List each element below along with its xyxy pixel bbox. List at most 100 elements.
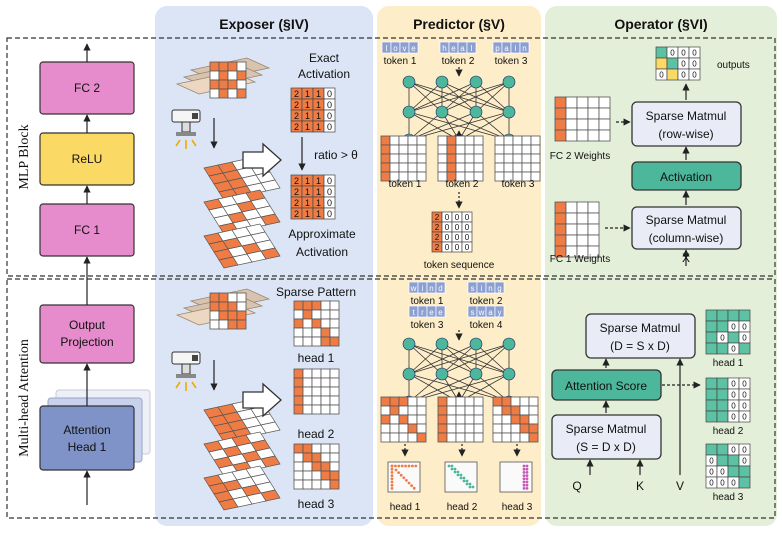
grid-cell — [311, 318, 322, 329]
grid-cell — [528, 396, 539, 407]
token-char: a — [504, 44, 509, 53]
grid-cell — [494, 135, 505, 146]
op-head-zero: 0 — [731, 402, 736, 411]
grid-cell — [501, 423, 512, 434]
grid-cell — [464, 423, 475, 434]
grid-cell — [302, 309, 313, 320]
op-head-cell — [705, 377, 718, 390]
ratio-threshold-label: ratio > θ — [314, 148, 358, 162]
fc1-weights-label: FC 1 Weights — [550, 254, 610, 265]
mask-dot — [394, 464, 397, 468]
mlp-skew-grid-3 — [203, 223, 281, 269]
grid-cell — [293, 327, 304, 338]
grid-cell — [380, 432, 391, 443]
grid-cell — [464, 135, 475, 146]
op-head-cell — [705, 309, 718, 322]
grid-cell — [311, 300, 322, 311]
attention-head-label-2: Head 1 — [68, 440, 107, 454]
grid-cell — [455, 135, 466, 146]
grid-cell — [320, 443, 331, 454]
nn-node — [502, 367, 516, 381]
mask-dot — [522, 487, 526, 490]
grid-cell — [380, 144, 391, 155]
grid-cell — [329, 309, 340, 320]
matrix-digit: 1 — [305, 89, 310, 99]
op-head-zero: 0 — [731, 323, 736, 332]
grid-cell — [416, 153, 427, 164]
matrix-digit: 1 — [316, 198, 321, 208]
matrix-cell — [323, 207, 336, 220]
op-head-cell — [716, 342, 729, 355]
mask-dot — [390, 474, 394, 477]
approx-label-2: Activation — [296, 245, 348, 259]
nn-edge — [408, 81, 443, 113]
grid-cell — [587, 129, 600, 142]
mask-dot — [456, 470, 460, 474]
grid-cell — [389, 405, 400, 416]
grid-cell — [293, 404, 304, 415]
attn-head2-mask — [444, 461, 478, 493]
grid-cell — [464, 162, 475, 173]
mask-dot — [453, 470, 457, 474]
op-head-zero: 0 — [731, 391, 736, 400]
grid-cell — [227, 70, 238, 81]
operator-title: Operator (§VI) — [614, 16, 707, 32]
predictor-title: Predictor (§V) — [413, 16, 505, 32]
attn-token-4-label: token 4 — [470, 320, 503, 331]
grid-cell — [473, 162, 484, 173]
grid-cell — [519, 405, 530, 416]
mask-dot — [410, 484, 413, 487]
op-head-cell — [738, 410, 751, 423]
token-char: e — [438, 308, 443, 317]
op-head-cell — [716, 320, 729, 333]
grid-cell — [455, 414, 466, 425]
op-head1-label: head 1 — [713, 358, 744, 369]
grid-cell — [320, 404, 331, 415]
mlp-camera-icon — [171, 109, 201, 149]
mask-dot — [390, 471, 394, 474]
grid-cell — [293, 479, 304, 490]
grid-cell — [380, 396, 391, 407]
op-head-cell — [716, 410, 729, 423]
grid-cell — [320, 386, 331, 397]
grid-cell — [455, 144, 466, 155]
grid-cell — [218, 292, 229, 303]
grid-cell — [519, 396, 530, 407]
mask-dot — [390, 480, 394, 484]
mask-dot — [400, 464, 404, 468]
token-char: n — [429, 284, 433, 293]
sparse-matmul-sdd-box — [551, 414, 662, 460]
layer-cell — [260, 179, 281, 192]
grid-cell — [446, 396, 457, 407]
grid-cell — [416, 405, 427, 416]
grid-cell — [293, 309, 304, 320]
grid-cell — [311, 327, 322, 338]
grid-cell — [437, 153, 448, 164]
matrix-digit: 2 — [294, 89, 299, 99]
mask-dot — [525, 464, 529, 468]
op-head-zero: 0 — [742, 334, 747, 343]
nn-node — [469, 75, 483, 89]
grid-cell — [576, 234, 589, 247]
nn-edge — [408, 111, 460, 141]
grid-cell — [416, 144, 427, 155]
op-head-cell — [727, 309, 740, 322]
op-head-cell — [716, 388, 729, 401]
matrix-cell — [323, 120, 336, 133]
op-head-cell — [727, 465, 740, 478]
grid-cell — [530, 144, 541, 155]
grid-cell — [311, 395, 322, 406]
grid-cell — [209, 70, 220, 81]
op-head-cell — [738, 342, 751, 355]
token-char: g — [497, 284, 501, 293]
grid-cell — [398, 423, 409, 434]
grid-cell — [320, 336, 331, 347]
nn-node — [402, 105, 416, 119]
grid-cell — [398, 153, 409, 164]
grid-cell — [446, 162, 457, 173]
grid-cell — [503, 162, 514, 173]
grid-cell — [554, 201, 567, 214]
